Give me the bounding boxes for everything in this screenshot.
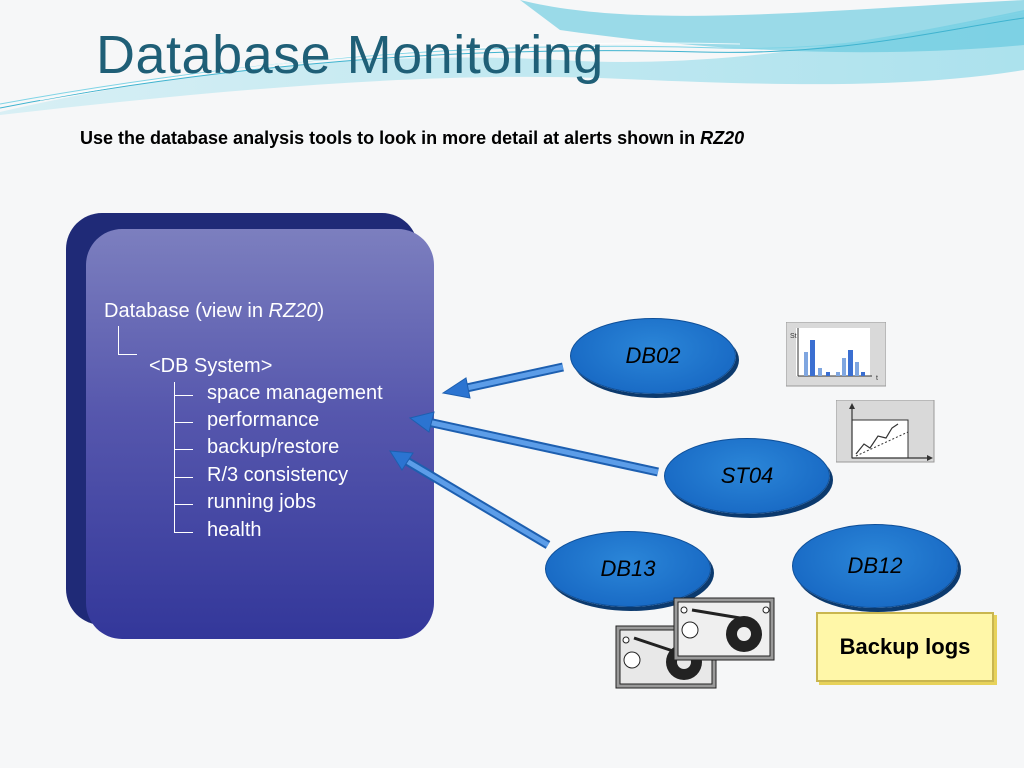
arrow-db13	[389, 450, 551, 549]
tree-connector	[174, 504, 193, 533]
tree-root-rz20: RZ20	[268, 300, 318, 322]
tree-connector	[174, 477, 193, 505]
tree-connector	[174, 422, 193, 450]
bar-chart-icon: St t	[786, 322, 886, 387]
header-wave-decoration	[0, 0, 1024, 115]
tool-db12: DB12	[792, 524, 958, 608]
subtitle-text: Use the database analysis tools to look …	[80, 128, 701, 148]
chart-icon-x-label: t	[876, 375, 878, 382]
tree-connector	[118, 326, 137, 355]
tool-db13: DB13	[545, 531, 711, 607]
tree-item: running jobs	[207, 491, 316, 513]
tree-item: backup/restore	[207, 436, 340, 458]
tool-db02: DB02	[570, 318, 736, 394]
database-panel	[86, 229, 434, 639]
slide-subtitle: Use the database analysis tools to look …	[80, 128, 744, 149]
tree-root-close: )	[317, 300, 325, 322]
tree-item: space management	[207, 382, 383, 404]
tree-item: health	[207, 519, 262, 541]
subtitle-rz20: RZ20	[700, 128, 745, 148]
slide-title: Database Monitoring	[96, 25, 604, 85]
tree-connector	[174, 395, 193, 423]
tree-root: Database (view in RZ20)	[104, 298, 324, 326]
arrow-db02	[441, 362, 564, 399]
tree-item: R/3 consistency	[207, 464, 349, 486]
line-chart-icon	[836, 400, 935, 463]
tape-drive-icon	[615, 597, 775, 689]
tree-connector	[174, 449, 193, 478]
tree-root-text: Database (view in	[104, 300, 269, 322]
backup-logs-label: Backup logs	[816, 612, 994, 682]
tree-connector	[174, 382, 193, 396]
tree-db-system: <DB System>	[149, 355, 273, 377]
tool-st04: ST04	[664, 438, 830, 514]
tree-item: performance	[207, 409, 320, 431]
chart-icon-y-label: St	[790, 333, 797, 340]
arrow-st04	[408, 411, 659, 477]
